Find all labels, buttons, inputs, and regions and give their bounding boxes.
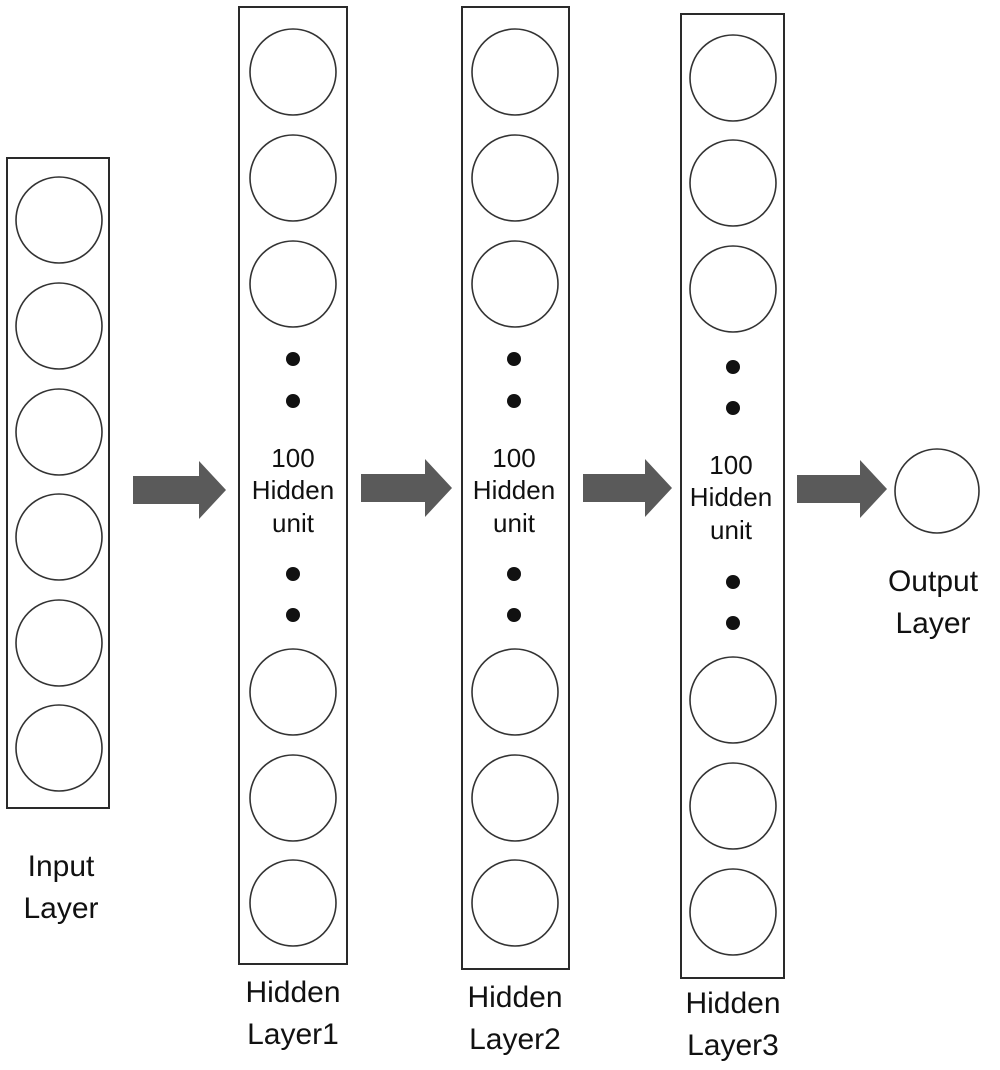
ellipsis-dot — [286, 567, 300, 581]
ellipsis-dot — [507, 352, 521, 366]
hidden-3-unit-line2: unit — [710, 515, 753, 545]
ellipsis-dot — [507, 608, 521, 622]
ellipsis-dot — [726, 360, 740, 374]
hidden-3-neuron — [689, 868, 777, 956]
hidden-3-neuron — [689, 245, 777, 333]
hidden-2-neuron — [471, 754, 559, 842]
hidden-2-unit-line2: unit — [493, 508, 536, 538]
hidden-layer-1: 100 Hidden unit Hidden Layer1 — [238, 6, 348, 1051]
ellipsis-dot — [507, 567, 521, 581]
hidden-3-unit-count: 100 — [709, 450, 752, 480]
forward-arrow — [133, 461, 226, 519]
input-layer: Input Layer — [6, 157, 110, 925]
forward-arrow — [583, 459, 672, 517]
hidden-2-neuron — [471, 648, 559, 736]
hidden-layer-3: 100 Hidden unit Hidden Layer3 — [680, 13, 785, 1062]
ellipsis-dot — [726, 575, 740, 589]
hidden-3-unit-line1: Hidden — [690, 482, 772, 512]
hidden-2-neuron — [471, 134, 559, 222]
hidden-layer-2-label-line2: Layer2 — [469, 1023, 561, 1056]
hidden-1-neuron — [249, 240, 337, 328]
hidden-1-neuron — [249, 648, 337, 736]
hidden-2-unit-count: 100 — [492, 443, 535, 473]
forward-arrow — [797, 460, 887, 518]
output-neuron — [894, 448, 980, 534]
ellipsis-dot — [286, 394, 300, 408]
ellipsis-dot — [286, 608, 300, 622]
hidden-1-neuron — [249, 134, 337, 222]
input-neuron — [15, 282, 103, 370]
ellipsis-dot — [726, 616, 740, 630]
hidden-3-neuron — [689, 139, 777, 227]
hidden-1-neuron — [249, 28, 337, 116]
input-layer-label-line2: Layer — [23, 892, 98, 925]
input-neuron — [15, 176, 103, 264]
output-layer-label-line2: Layer — [895, 607, 970, 640]
ellipsis-dot — [507, 394, 521, 408]
input-neuron — [15, 704, 103, 792]
hidden-2-neuron — [471, 28, 559, 116]
hidden-3-neuron — [689, 34, 777, 122]
input-layer-label-line1: Input — [28, 850, 95, 883]
ellipsis-dot — [726, 401, 740, 415]
hidden-layer-1-label-line2: Layer1 — [247, 1018, 339, 1051]
output-layer: Output Layer — [888, 448, 980, 640]
hidden-layer-3-label-line2: Layer3 — [687, 1029, 779, 1062]
hidden-layer-1-label-line1: Hidden — [245, 976, 340, 1009]
ellipsis-dot — [286, 352, 300, 366]
hidden-1-unit-count: 100 — [271, 443, 314, 473]
hidden-1-neuron — [249, 859, 337, 947]
hidden-layer-2-label-line1: Hidden — [467, 981, 562, 1014]
hidden-2-neuron — [471, 859, 559, 947]
hidden-3-neuron — [689, 762, 777, 850]
hidden-2-neuron — [471, 240, 559, 328]
hidden-1-unit-line1: Hidden — [252, 475, 334, 505]
hidden-layer-2: 100 Hidden unit Hidden Layer2 — [461, 6, 570, 1056]
hidden-1-neuron — [249, 754, 337, 842]
hidden-3-neuron — [689, 656, 777, 744]
input-neuron — [15, 493, 103, 581]
output-layer-label-line1: Output — [888, 565, 979, 598]
hidden-2-unit-line1: Hidden — [473, 475, 555, 505]
input-layer-box — [6, 157, 110, 809]
hidden-layer-3-label-line1: Hidden — [685, 987, 780, 1020]
hidden-1-unit-line2: unit — [272, 508, 315, 538]
forward-arrow — [361, 459, 452, 517]
input-neuron — [15, 599, 103, 687]
input-neuron — [15, 388, 103, 476]
